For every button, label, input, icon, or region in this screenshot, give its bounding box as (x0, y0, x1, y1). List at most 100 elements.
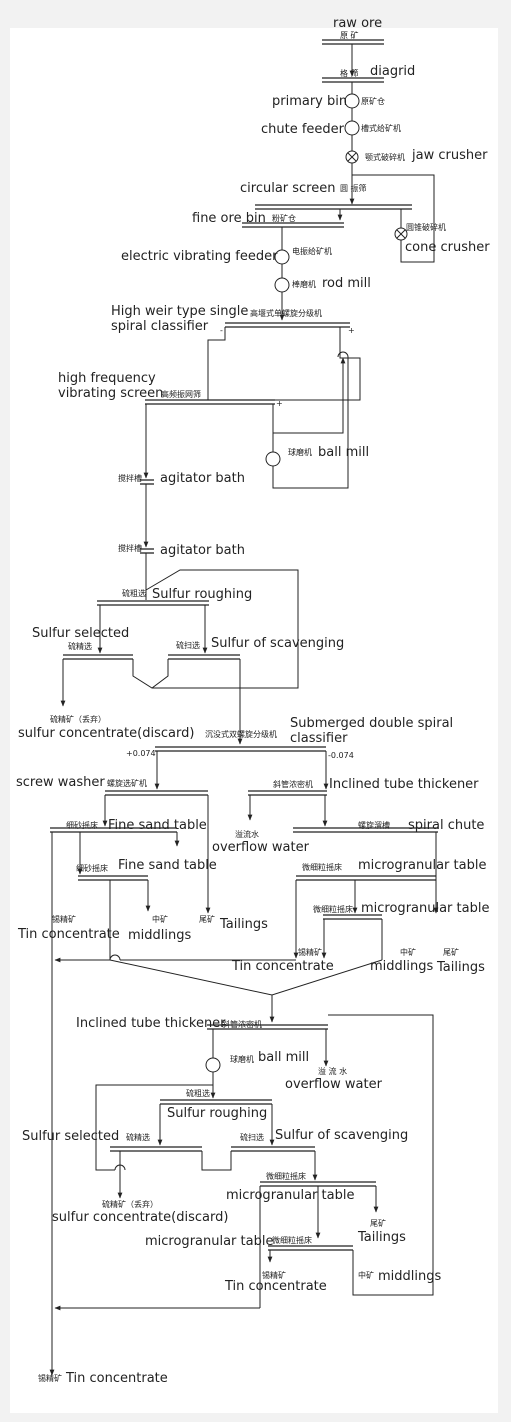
label-middlings-2: middlings (370, 959, 433, 974)
label-ball-mill-1-zh: 球磨机 (288, 447, 312, 457)
ball-mill-2-node (205, 1057, 221, 1073)
label-sulfur-conc-1: sulfur concentrate(discard) (18, 726, 194, 741)
label-hf-screen-zh: 高频振网筛 (161, 389, 201, 399)
label-hf-screen-1: high frequency (58, 371, 156, 386)
label-jaw-crusher: jaw crusher (411, 148, 488, 163)
label-overflow-1: overflow water (212, 840, 310, 855)
label-sulfur-scavenging-2: Sulfur of scavenging (275, 1128, 408, 1143)
label-raw-ore-zh: 原 矿 (340, 30, 359, 40)
label-tin-conc-1: Tin concentrate (17, 927, 120, 942)
label-chute-feeder: chute feeder (261, 122, 345, 137)
label-sulfur-roughing-1-zh: 硫粗选 (122, 588, 146, 598)
label-inclined-2: Inclined tube thickener (76, 1016, 226, 1031)
label-submerged-1: Submerged double spiral (290, 716, 453, 731)
label-primary-bin: primary bin (272, 94, 347, 109)
label-weir-classifier-1: High weir type single (111, 304, 248, 319)
label-inclined-2-zh: 斜管浓密机 (222, 1019, 262, 1029)
label-minus-size: -0.074 (328, 751, 354, 760)
vibrating-feeder-node (274, 249, 290, 265)
label-hf-screen-2: vibrating screen (58, 386, 163, 401)
label-ball-mill-2-zh: 球磨机 (230, 1054, 254, 1064)
label-middlings-3-zh: 中矿 (358, 1270, 374, 1280)
label-fine-ore-bin-zh: 粉矿仓 (272, 213, 296, 223)
label-sulfur-selected-2: Sulfur selected (22, 1129, 119, 1144)
label-sulfur-conc-1-zh: 硫精矿（丢弃） (50, 714, 106, 724)
label-cone-crusher-zh: 圆锥破碎机 (406, 222, 446, 232)
label-tailings-2: Tailings (436, 960, 485, 975)
label-sulfur-selected-1-zh: 硫精选 (68, 641, 92, 651)
label-agitator-2: agitator bath (160, 543, 245, 558)
label-tin-conc-3-zh: 锡精矿 (262, 1270, 286, 1280)
label-microgranular-2-zh: 微细粒摇床 (313, 904, 353, 914)
label-tailings-1-zh: 尾矿 (199, 914, 215, 924)
label-microgranular-1: microgranular table (358, 858, 486, 873)
label-cone-crusher: cone crusher (405, 240, 490, 255)
label-submerged-2: classifier (290, 731, 348, 746)
label-microgranular-1-zh: 微细粒摇床 (302, 862, 342, 872)
label-fine-sand-1: Fine sand table (108, 818, 207, 833)
label-fine-ore-bin: fine ore bin (192, 211, 266, 226)
label-screw-washer-zh: 螺旋选矿机 (107, 778, 147, 788)
minus-sign-1: - (220, 326, 223, 335)
label-primary-bin-zh: 原矿仓 (361, 96, 385, 106)
diagram-sheet (10, 28, 498, 1413)
label-jaw-crusher-zh: 颚式破碎机 (365, 152, 405, 162)
label-weir-classifier-2: spiral classifier (111, 319, 209, 334)
label-circular-screen-zh: 圆 振筛 (340, 183, 367, 193)
label-fine-sand-2: Fine sand table (118, 858, 217, 873)
label-overflow-2-zh: 溢 流 水 (318, 1066, 347, 1076)
primary-bin-node (344, 93, 360, 109)
label-tin-conc-2: Tin concentrate (231, 959, 334, 974)
chute-feeder-node (344, 120, 360, 136)
label-plus-size: +0.074 (126, 749, 156, 758)
plus-sign-2: + (276, 399, 283, 408)
label-sulfur-roughing-2-zh: 硫粗选 (186, 1088, 210, 1098)
label-tin-conc-1-zh: 锡精矿 (52, 914, 76, 924)
label-raw-ore: raw ore (333, 16, 382, 31)
label-tin-conc-3: Tin concentrate (224, 1279, 327, 1294)
label-sulfur-scavenging-1-zh: 硫扫选 (176, 640, 200, 650)
label-sulfur-roughing-2: Sulfur roughing (167, 1106, 267, 1121)
label-tin-conc-final: Tin concentrate (65, 1371, 168, 1386)
equipment-symbols (205, 93, 408, 1073)
label-agitator-2-zh: 搅拌槽 (118, 543, 142, 553)
label-middlings-1: middlings (128, 928, 191, 943)
ball-mill-1-node (265, 451, 281, 467)
label-overflow-1-zh: 溢流水 (235, 829, 259, 839)
label-chute-feeder-zh: 槽式给矿机 (361, 123, 401, 133)
label-rod-mill-zh: 棒磨机 (292, 279, 316, 289)
label-tailings-2-zh: 尾矿 (443, 947, 459, 957)
label-middlings-1-zh: 中矿 (152, 914, 168, 924)
labels: raw ore 原 矿 diagrid 格 筛 primary bin 原矿仓 … (16, 16, 490, 1386)
label-diagrid-zh: 格 筛 (340, 68, 359, 78)
label-microgranular-4-zh: 微细粒摇床 (272, 1235, 312, 1245)
label-fine-sand-1-zh: 细砂摇床 (66, 820, 98, 830)
label-tailings-3: Tailings (357, 1230, 406, 1245)
label-sulfur-conc-2-zh: 硫精矿（丢弃） (102, 1199, 158, 1209)
label-sulfur-scavenging-2-zh: 硫扫选 (240, 1132, 264, 1142)
label-sulfur-conc-2: sulfur concentrate(discard) (52, 1210, 228, 1225)
label-middlings-2-zh: 中矿 (400, 947, 416, 957)
label-vibrating-feeder: electric vibrating feeder (121, 249, 278, 264)
label-agitator-1-zh: 搅拌槽 (118, 473, 142, 483)
label-overflow-2: overflow water (285, 1077, 383, 1092)
label-tin-conc-final-zh: 锡精矿 (38, 1373, 62, 1383)
label-diagrid: diagrid (370, 64, 415, 79)
label-sulfur-selected-1: Sulfur selected (32, 626, 129, 641)
label-weir-classifier-zh: 高堰式单螺旋分级机 (250, 308, 322, 318)
label-middlings-3: middlings (378, 1269, 441, 1284)
label-ball-mill-2: ball mill (258, 1050, 309, 1065)
label-inclined-1: Inclined tube thickener (329, 777, 479, 792)
label-spiral-chute: spiral chute (408, 818, 484, 833)
label-fine-sand-2-zh: 细砂摇床 (76, 863, 108, 873)
label-microgranular-3: microgranular table (226, 1188, 354, 1203)
label-rod-mill: rod mill (322, 276, 371, 291)
plus-sign-1: + (348, 326, 355, 335)
label-sulfur-selected-2-zh: 硫精选 (126, 1132, 150, 1142)
label-microgranular-4: microgranular table (145, 1234, 273, 1249)
label-ball-mill-1: ball mill (318, 445, 369, 460)
label-spiral-chute-zh: 螺旋溜槽 (358, 820, 390, 830)
label-submerged-zh: 沉没式双螺旋分级机 (205, 729, 277, 739)
label-screw-washer: screw washer (16, 775, 105, 790)
label-sulfur-roughing-1: Sulfur roughing (152, 587, 252, 602)
